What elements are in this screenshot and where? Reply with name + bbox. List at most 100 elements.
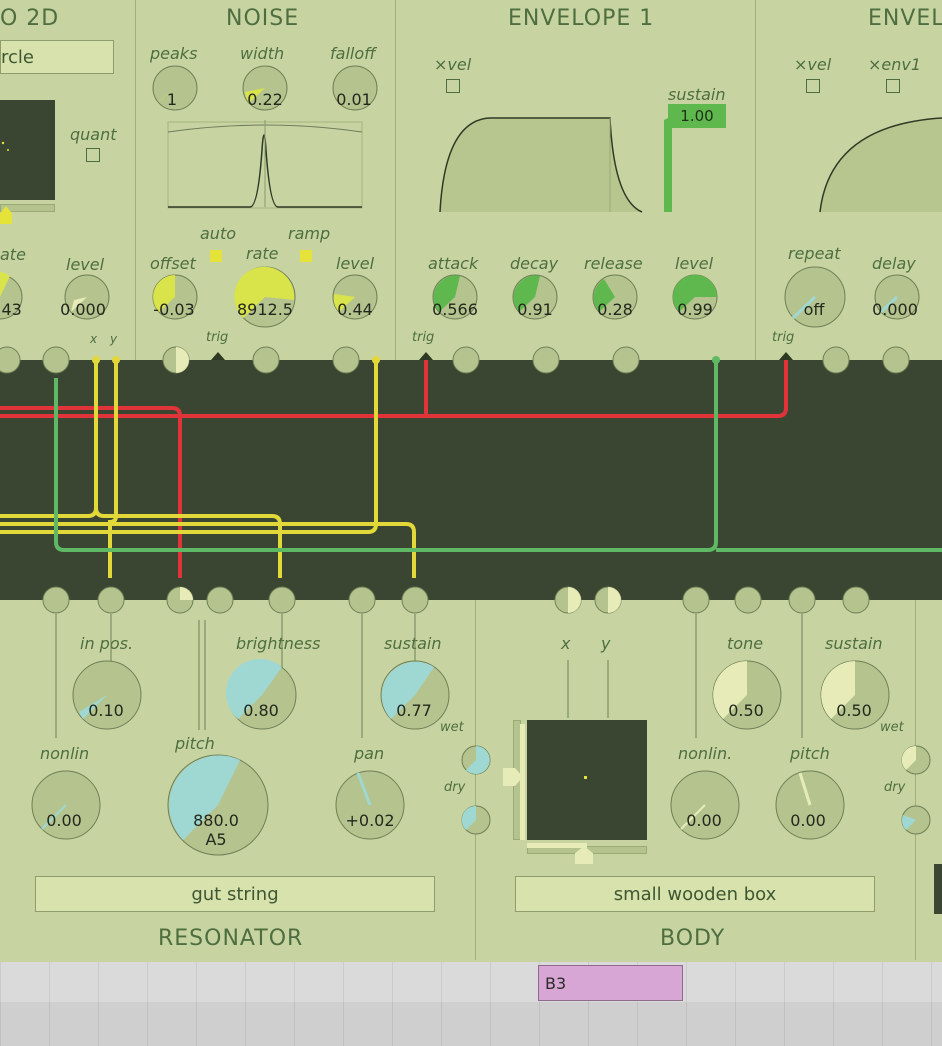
noise-falloff-value: 0.01 bbox=[336, 90, 372, 109]
noise-offset-label: offset bbox=[150, 254, 196, 273]
env2-repeat-label: repeat bbox=[788, 244, 841, 263]
resonator-model-selector[interactable]: gut string bbox=[35, 876, 435, 912]
body-pitch-knob[interactable] bbox=[775, 770, 845, 840]
body-tone-value: 0.50 bbox=[728, 701, 764, 720]
midi-clip[interactable]: B3 bbox=[538, 965, 683, 1001]
env2-repeat-knob[interactable] bbox=[784, 266, 846, 328]
body-x-label: x bbox=[561, 634, 571, 653]
patch-jack-row-bottom[interactable] bbox=[42, 586, 870, 614]
env1-release-value: 0.28 bbox=[597, 300, 633, 319]
noise-spectrum-display bbox=[167, 120, 363, 209]
noise-width-value: 0.22 bbox=[247, 90, 283, 109]
env1-release-knob[interactable] bbox=[592, 274, 638, 320]
noise-level-value: 0.44 bbox=[337, 300, 373, 319]
env1-sustain-slider[interactable] bbox=[664, 116, 672, 212]
noise-offset-knob[interactable] bbox=[152, 274, 198, 320]
arrangement-lane[interactable] bbox=[0, 1002, 942, 1046]
env2-delay-knob[interactable] bbox=[874, 274, 920, 320]
noise-rate-label: rate bbox=[246, 244, 279, 263]
noise-auto-label: auto bbox=[200, 224, 237, 243]
env1-level-knob[interactable] bbox=[672, 274, 718, 320]
lfo2d-x-slider-handle[interactable] bbox=[0, 206, 12, 224]
patch-y-label: y bbox=[110, 332, 118, 346]
resonator-nonlin-knob[interactable] bbox=[31, 770, 101, 840]
body-pitch-label: pitch bbox=[790, 744, 830, 763]
patch-jack-row-top[interactable] bbox=[0, 346, 910, 374]
env1-sustain-value[interactable]: 1.00 bbox=[668, 104, 726, 128]
patch-cables bbox=[0, 360, 942, 578]
noise-falloff-label: falloff bbox=[330, 44, 376, 63]
noise-rate-knob[interactable] bbox=[234, 266, 296, 328]
env1-release-label: release bbox=[584, 254, 643, 273]
output-meter bbox=[934, 864, 942, 914]
env2-delay-value: 0.000 bbox=[872, 300, 918, 319]
body-wet-knob[interactable] bbox=[901, 745, 931, 775]
noise-title: NOISE bbox=[226, 6, 300, 31]
lfo2d-quant-label: quant bbox=[70, 125, 117, 144]
noise-width-label: width bbox=[240, 44, 285, 63]
resonator-brightness-label: brightness bbox=[236, 634, 321, 653]
body-nonlin-knob[interactable] bbox=[670, 770, 740, 840]
env1-sustain-label: sustain bbox=[668, 85, 726, 104]
body-y-label: y bbox=[601, 634, 611, 653]
env1-decay-value: 0.91 bbox=[517, 300, 553, 319]
env1-vel-label: ×vel bbox=[434, 55, 472, 74]
noise-ramp-toggle[interactable] bbox=[300, 250, 312, 262]
noise-peaks-knob[interactable] bbox=[152, 65, 198, 111]
lfo2d-shape-selector[interactable]: rcle bbox=[0, 40, 114, 74]
env2-delay-label: delay bbox=[872, 254, 916, 273]
body-model-selector[interactable]: small wooden box bbox=[515, 876, 875, 912]
body-tone-knob[interactable] bbox=[712, 660, 782, 730]
resonator-pan-knob[interactable] bbox=[335, 770, 405, 840]
body-model-label: small wooden box bbox=[613, 883, 777, 905]
lfo2d-quant-checkbox[interactable] bbox=[86, 148, 100, 162]
noise-falloff-knob[interactable] bbox=[332, 65, 378, 111]
body-pitch-value: 0.00 bbox=[790, 811, 826, 830]
body-xy-pad[interactable] bbox=[527, 720, 647, 840]
resonator-sustain-label: sustain bbox=[384, 634, 442, 653]
lfo2d-level-value: 0.000 bbox=[60, 300, 106, 319]
lfo2d-level-label: level bbox=[66, 255, 105, 274]
body-sustain-knob[interactable] bbox=[820, 660, 890, 730]
resonator-inpos-label: in pos. bbox=[80, 634, 134, 653]
resonator-pitch-value: 880.0 bbox=[193, 811, 239, 830]
resonator-inpos-knob[interactable] bbox=[72, 660, 142, 730]
resonator-dry-knob[interactable] bbox=[461, 805, 491, 835]
resonator-brightness-knob[interactable] bbox=[225, 658, 297, 730]
env2-trig-label: trig bbox=[772, 330, 795, 345]
resonator-title: RESONATOR bbox=[158, 926, 304, 951]
env1-decay-label: decay bbox=[510, 254, 559, 273]
noise-width-knob[interactable] bbox=[242, 65, 288, 111]
body-x-slider-handle[interactable] bbox=[575, 846, 593, 864]
noise-level-knob[interactable] bbox=[332, 274, 378, 320]
env2-vel-checkbox[interactable] bbox=[806, 79, 820, 93]
synth-graphics: 1 0.22 0.01 0.43 0.000 -0.03 8912.5 0.44… bbox=[0, 65, 942, 856]
noise-offset-value: -0.03 bbox=[153, 300, 194, 319]
body-sustain-value: 0.50 bbox=[836, 701, 872, 720]
resonator-pitch-knob[interactable] bbox=[167, 754, 269, 856]
env1-attack-knob[interactable] bbox=[432, 274, 478, 320]
resonator-sustain-knob[interactable] bbox=[380, 660, 450, 730]
body-y-slider-handle[interactable] bbox=[503, 768, 523, 786]
env2-vel-label: ×vel bbox=[794, 55, 832, 74]
resonator-wet-knob[interactable] bbox=[461, 745, 491, 775]
body-dry-knob[interactable] bbox=[901, 805, 931, 835]
resonator-pan-label: pan bbox=[354, 744, 385, 763]
body-xy-pad-point[interactable] bbox=[584, 776, 587, 779]
patch-x-label: x bbox=[90, 332, 98, 346]
lfo2d-rate-knob[interactable] bbox=[0, 272, 23, 320]
lfo2d-rate-label: ate bbox=[0, 245, 26, 264]
midi-clip-label: B3 bbox=[545, 973, 567, 993]
envelope1-title: ENVELOPE 1 bbox=[508, 6, 655, 31]
lfo2d-xy-display[interactable] bbox=[0, 100, 55, 200]
lfo2d-x-slider[interactable] bbox=[0, 204, 55, 212]
envelope2-title: ENVEL bbox=[868, 6, 942, 31]
divider bbox=[755, 0, 756, 360]
env1-level-value: 0.99 bbox=[677, 300, 713, 319]
env1-decay-knob[interactable] bbox=[512, 274, 558, 320]
env1-vel-checkbox[interactable] bbox=[446, 79, 460, 93]
lfo2d-level-knob[interactable] bbox=[64, 274, 110, 320]
body-y-slider-fill bbox=[520, 724, 525, 840]
env2-env1-checkbox[interactable] bbox=[886, 79, 900, 93]
noise-auto-toggle[interactable] bbox=[210, 250, 222, 262]
